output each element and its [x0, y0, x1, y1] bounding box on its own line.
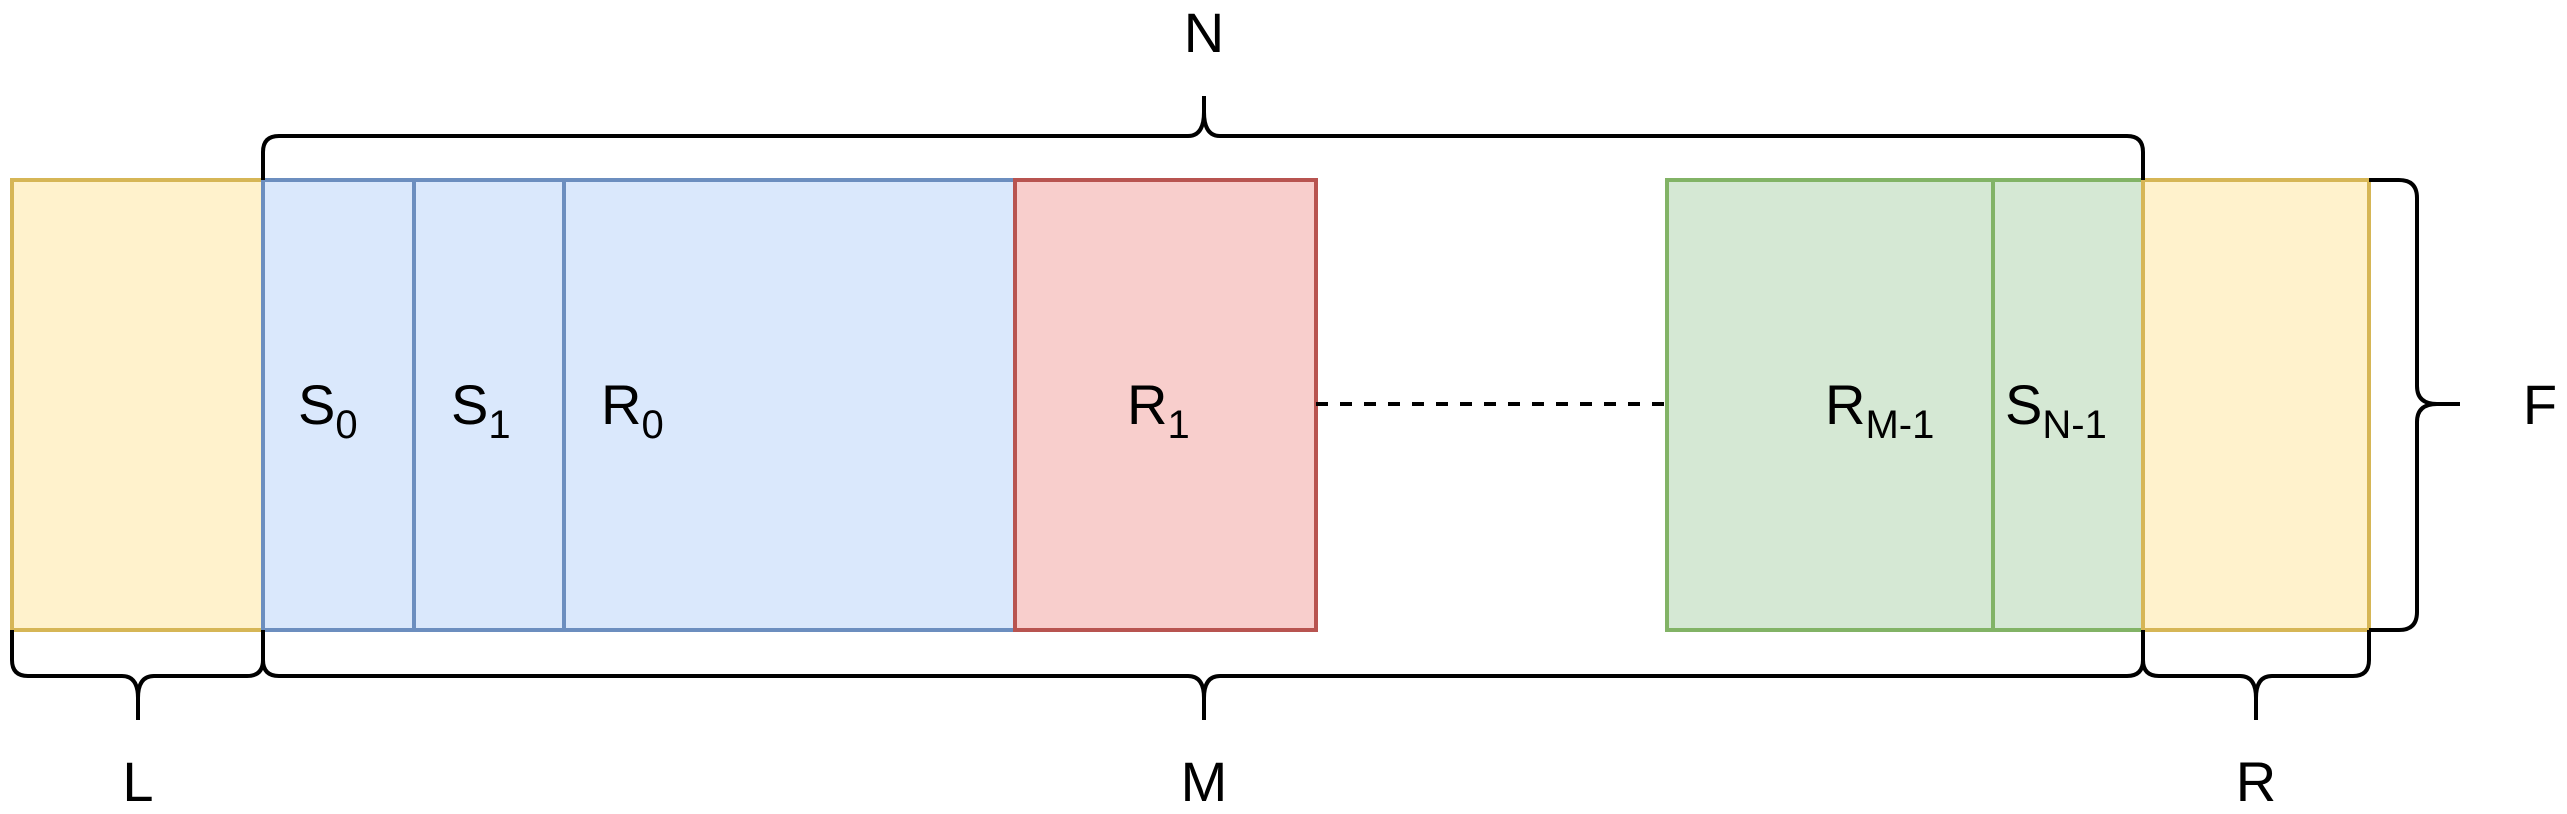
left-padding-block [10, 178, 265, 632]
brace-m [261, 630, 2145, 720]
label-sn1: SN-1 [2005, 373, 2107, 447]
brace-label-r: R [2236, 750, 2276, 813]
brace-label-n: N [1184, 1, 1224, 64]
brace-n [261, 96, 2145, 180]
brace-label-m: M [1181, 750, 1228, 813]
brace-r [2141, 630, 2371, 720]
region-r0 [562, 178, 1017, 632]
brace-l [10, 630, 265, 720]
label-r1: R1 [1127, 373, 1190, 447]
label-rm1: RM-1 [1825, 373, 1934, 447]
brace-label-f: F [2523, 373, 2557, 436]
right-padding-block [2141, 178, 2371, 632]
brace-f [2369, 178, 2460, 632]
region-sn1 [1991, 178, 2145, 632]
region-s1 [412, 178, 566, 632]
region-s0 [261, 178, 416, 632]
label-r0: R0 [601, 373, 664, 447]
brace-label-l: L [122, 750, 153, 813]
label-s1: S1 [451, 373, 511, 447]
label-s0: S0 [298, 373, 358, 447]
region-r1 [1013, 178, 1318, 632]
